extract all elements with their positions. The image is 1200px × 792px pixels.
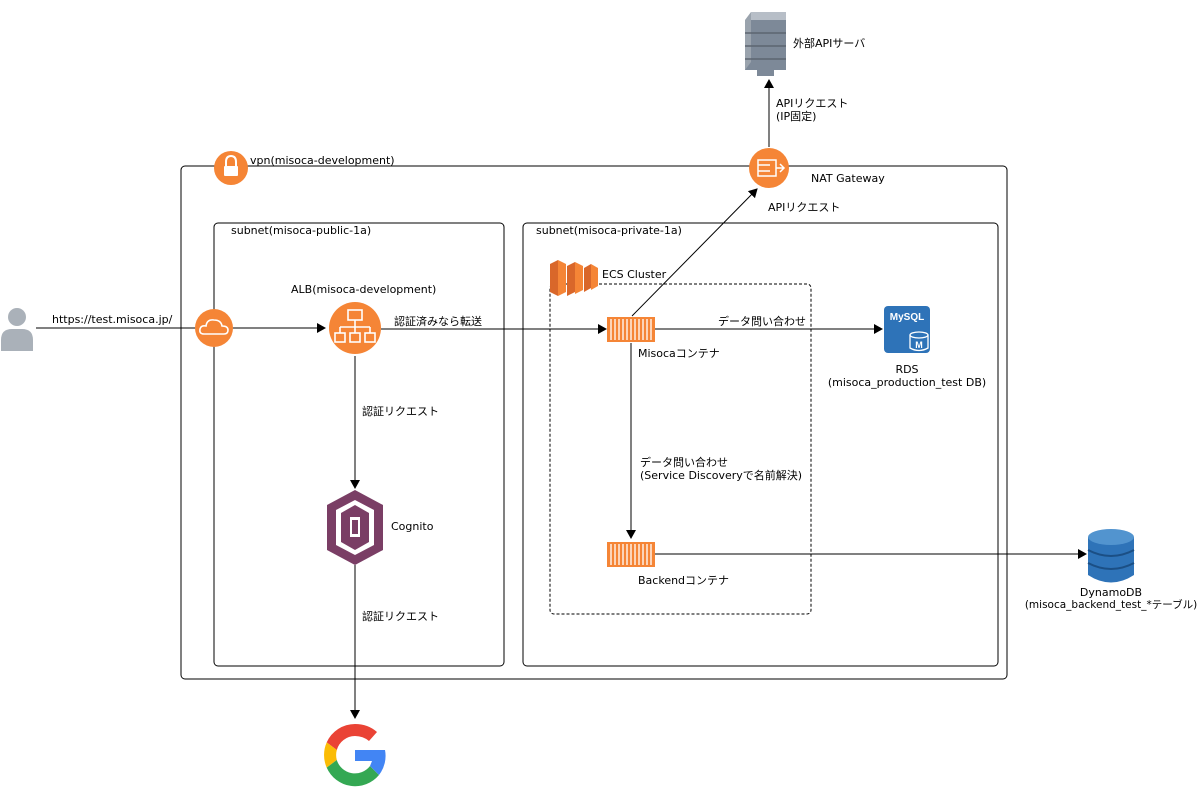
rds-label: RDS xyxy=(895,363,918,376)
data-query-backend-label: データ問い合わせ xyxy=(640,455,728,469)
svg-text:M: M xyxy=(915,340,923,350)
user-icon xyxy=(1,308,33,351)
forward-label: 認証済みなら転送 xyxy=(394,314,482,328)
connections xyxy=(36,79,1087,719)
diagram-labels: 外部APIサーバ APIリクエスト (IP固定) vpn(misoca-deve… xyxy=(52,36,1197,623)
dynamodb-icon xyxy=(1087,529,1135,583)
external-api-label: 外部APIサーバ xyxy=(793,36,865,50)
alb-label: ALB(misoca-development) xyxy=(291,283,436,296)
vpn-label: vpn(misoca-development) xyxy=(250,154,395,167)
api-request-ip-label: APIリクエスト xyxy=(776,97,848,110)
dynamodb-label: DynamoDB xyxy=(1080,586,1142,599)
misoca-to-nat-line xyxy=(631,188,758,317)
api-request-label: APIリクエスト xyxy=(768,201,840,214)
nat-gateway-label: NAT Gateway xyxy=(811,172,885,185)
auth-request-label-2: 認証リクエスト xyxy=(362,609,439,623)
api-request-ip-label-2: (IP固定) xyxy=(776,109,816,123)
ecs-cluster-label: ECS Cluster xyxy=(602,268,667,281)
cognito-icon xyxy=(327,490,383,565)
public-subnet-boundary xyxy=(213,222,505,667)
rds-db-label: (misoca_production_test DB) xyxy=(828,376,986,389)
svg-text:MySQL: MySQL xyxy=(890,312,924,323)
backend-container-label: Backendコンテナ xyxy=(638,574,729,587)
nat-gateway-icon xyxy=(749,148,789,188)
server-icon xyxy=(745,12,786,76)
lock-icon xyxy=(214,151,248,185)
subnet-public-label: subnet(misoca-public-1a) xyxy=(231,224,371,237)
subnet-private-label: subnet(misoca-private-1a) xyxy=(536,224,682,237)
ecs-icon xyxy=(550,260,598,296)
ecs-cluster-boundary xyxy=(549,283,812,615)
url-label: https://test.misoca.jp/ xyxy=(52,313,173,326)
private-subnet-boundary xyxy=(522,222,999,667)
cloud-icon xyxy=(195,309,233,347)
mysql-icon: MySQL M xyxy=(884,306,930,353)
data-query-rds-label: データ問い合わせ xyxy=(718,314,806,328)
load-balancer-icon xyxy=(329,302,381,354)
container-icon xyxy=(607,542,655,567)
dynamodb-table-label: (misoca_backend_test_*テーブル) xyxy=(1025,598,1197,611)
misoca-container-label: Misocaコンテナ xyxy=(638,347,720,360)
cognito-label: Cognito xyxy=(391,520,434,533)
data-query-backend-label-2: (Service Discoveryで名前解決) xyxy=(640,468,802,482)
container-icon xyxy=(607,317,655,342)
auth-request-label-1: 認証リクエスト xyxy=(362,404,439,418)
google-icon xyxy=(324,724,386,787)
vpc-boundary xyxy=(180,165,1008,680)
